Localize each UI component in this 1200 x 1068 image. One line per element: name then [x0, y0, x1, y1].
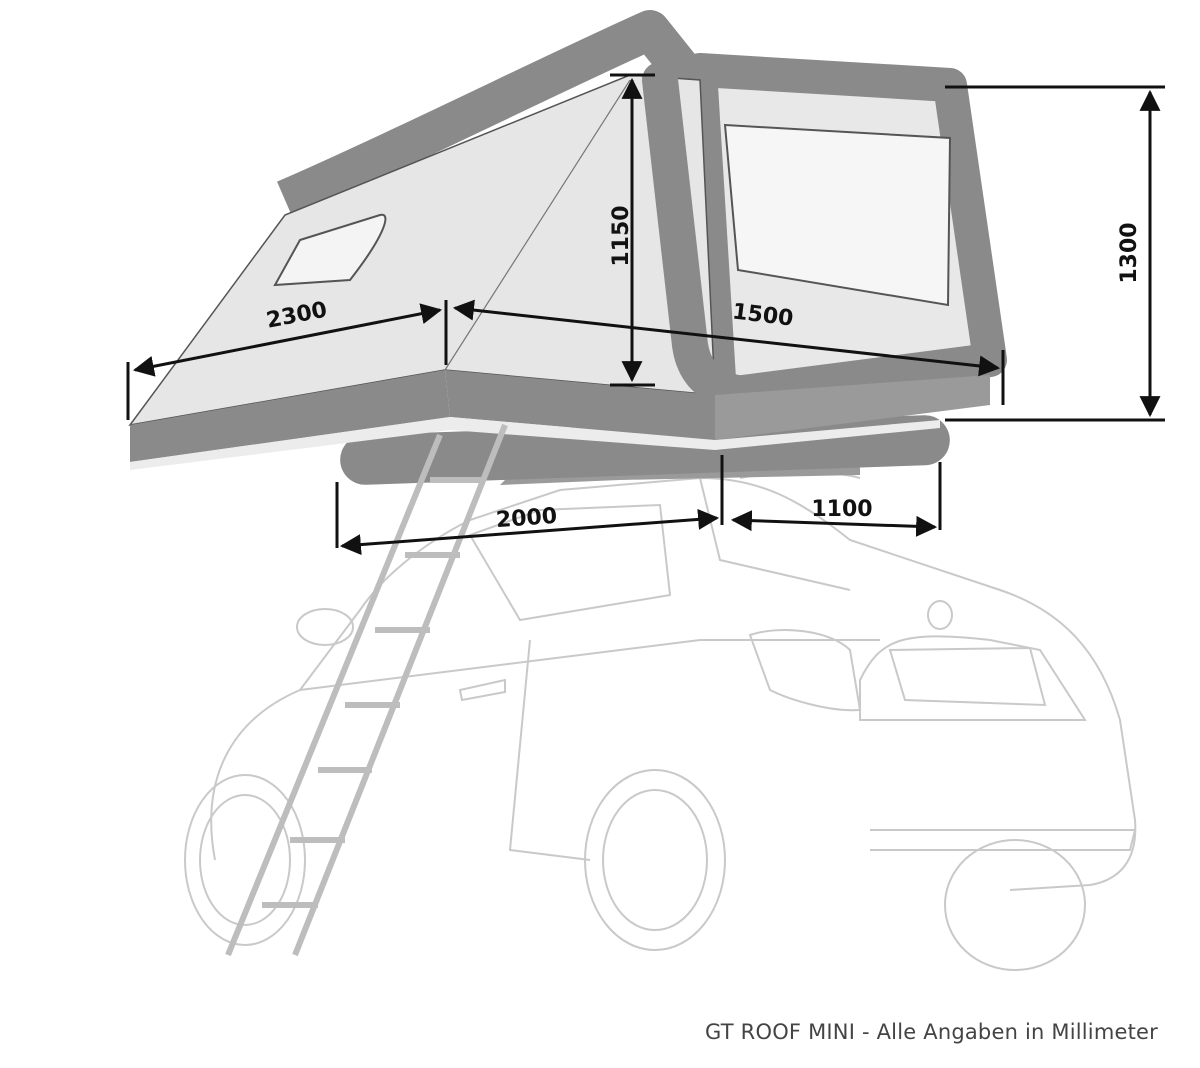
front-wheel: [184, 774, 306, 946]
dimension-lines: [126, 73, 1165, 556]
diagram-caption: GT ROOF MINI - Alle Angaben in Millimete…: [705, 1020, 1158, 1044]
rear-wheel: [584, 769, 726, 951]
far-wheel: [944, 839, 1086, 971]
label-1300: 1300: [1117, 222, 1142, 283]
front-window: [273, 213, 387, 287]
dim-2000: [339, 508, 720, 556]
dim-2300: [132, 303, 443, 377]
dim-1100: [730, 510, 938, 537]
label-1150: 1150: [609, 205, 634, 266]
rear-badge: [927, 600, 953, 630]
car-outline: [184, 471, 1137, 971]
side-mirror: [296, 608, 354, 646]
roof-tent: [128, 10, 1007, 485]
label-1100: 1100: [811, 497, 872, 522]
dim-1500: [452, 299, 1001, 377]
label-2000: 2000: [495, 504, 558, 533]
